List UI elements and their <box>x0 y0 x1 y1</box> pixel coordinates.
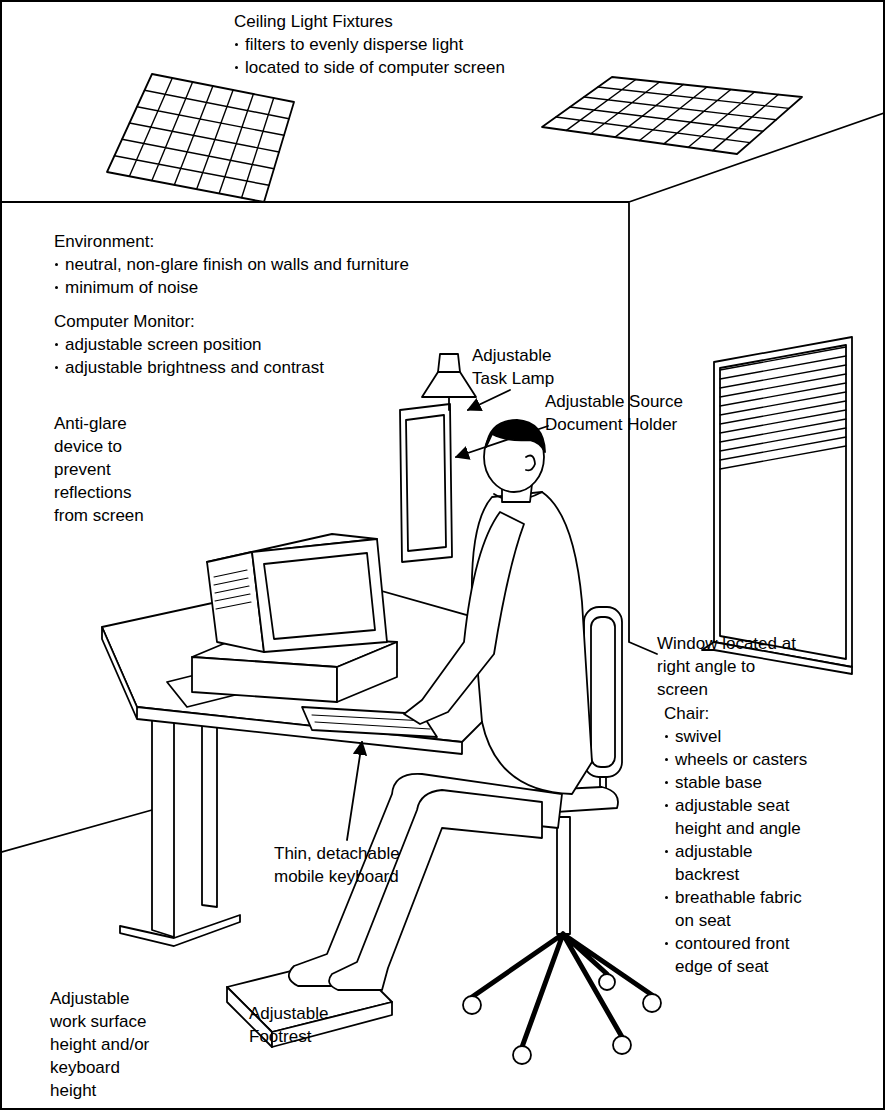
window-frame <box>714 337 852 667</box>
callout-group: Adjustable Footrest <box>249 1002 349 1048</box>
lamp-cap <box>438 354 460 372</box>
callout-group: Computer Monitor:adjustable screen posit… <box>54 310 404 379</box>
light-grid <box>115 78 290 198</box>
callout-item: adjustable screen position <box>54 333 404 356</box>
callout-group: Chair:swivelwheels or castersstable base… <box>664 702 816 978</box>
lamp-arm <box>448 397 450 410</box>
callout-item: located to side of computer screen <box>234 56 754 79</box>
callout-item: breathable fabric on seat <box>664 886 816 932</box>
callout-label: Adjustable Source Document Holder <box>545 390 715 436</box>
document-holder <box>400 404 452 562</box>
chair-caster <box>643 994 661 1012</box>
callout-label: Thin, detachable mobile keyboard <box>274 842 419 888</box>
person-leg <box>329 790 542 990</box>
callout-item: adjustable brightness and contrast <box>54 356 404 379</box>
callout-item: stable base <box>664 771 816 794</box>
chair-backrest-inner <box>591 617 615 767</box>
chair-caster <box>613 1036 631 1054</box>
callout-item: adjustable seat height and angle <box>664 794 816 840</box>
callout-item: neutral, non-glare finish on walls and f… <box>54 253 614 276</box>
callout-label: Ceiling Light Fixtures <box>234 10 754 33</box>
callout-group: Thin, detachable mobile keyboard <box>274 842 419 888</box>
ceiling-light <box>107 74 294 202</box>
person-arm <box>404 512 524 724</box>
callout-group: Adjustable Source Document Holder <box>545 390 715 436</box>
monitor-bezel <box>252 539 387 652</box>
leader-arrow <box>347 742 362 840</box>
callout-group: Environment:neutral, non-glare finish on… <box>54 230 614 299</box>
callout-group: Anti-glare device to prevent reflections… <box>54 412 164 527</box>
window-blinds <box>720 347 846 469</box>
chair-caster <box>463 996 481 1014</box>
callout-item: filters to evenly disperse light <box>234 33 754 56</box>
desk-leg <box>202 702 217 907</box>
callout-label: Window located at right angle to screen <box>657 632 797 701</box>
person-hair <box>486 420 545 452</box>
callout-group: Adjustable work surface height and/or ke… <box>50 987 165 1102</box>
leader-arrow <box>456 426 548 457</box>
person-ear <box>526 456 535 471</box>
monitor-vents <box>214 570 251 609</box>
callout-label: Adjustable Footrest <box>249 1002 349 1048</box>
callout-label: Computer Monitor: <box>54 310 404 333</box>
callout-item: contoured front edge of seat <box>664 932 816 978</box>
callout-item: wheels or casters <box>664 748 816 771</box>
light-grid <box>556 80 789 151</box>
monitor-screen <box>264 553 375 639</box>
chair-post <box>557 817 570 934</box>
room-edge <box>2 112 885 852</box>
callout-label: Chair: <box>664 702 816 725</box>
chair-caster <box>513 1046 531 1064</box>
callout-item: minimum of noise <box>54 276 614 299</box>
callout-item: adjustable backrest <box>664 840 816 886</box>
chair-base <box>472 934 652 1047</box>
callout-group: Window located at right angle to screen <box>657 632 797 701</box>
source-document <box>406 415 446 551</box>
callout-group: Ceiling Light Fixturesfilters to evenly … <box>234 10 754 79</box>
desk-foot <box>120 915 240 946</box>
callout-item: swivel <box>664 725 816 748</box>
callout-label: Environment: <box>54 230 614 253</box>
callout-label: Adjustable Task Lamp <box>472 344 572 390</box>
cpu-front <box>192 657 337 702</box>
chair-caster <box>599 974 615 990</box>
callout-label: Adjustable work surface height and/or ke… <box>50 987 165 1102</box>
ceiling-light <box>542 77 802 154</box>
window-pane <box>720 345 846 659</box>
desk-leg <box>152 719 174 937</box>
callout-group: Adjustable Task Lamp <box>472 344 572 390</box>
cpu-side <box>337 642 397 702</box>
leader-arrow <box>468 390 510 410</box>
lamp-shade <box>422 372 476 397</box>
callout-label: Anti-glare device to prevent reflections… <box>54 412 164 527</box>
